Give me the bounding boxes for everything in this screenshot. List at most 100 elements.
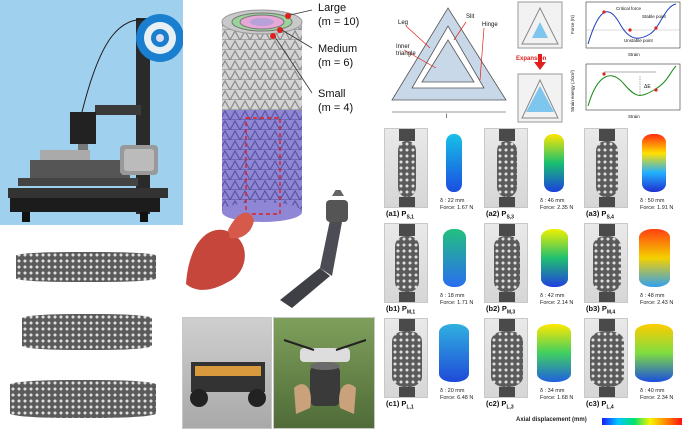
fem-model <box>439 324 469 382</box>
test-displacement: δ : 48 mm <box>640 293 665 299</box>
test-displacement: δ : 20 mm <box>440 388 465 394</box>
test-label-sub: L,4 <box>606 404 614 411</box>
expansion-panel: Expansion <box>516 0 566 125</box>
test-force: Force: 1.71 N <box>440 300 474 306</box>
car-photo <box>182 317 272 429</box>
test-photo <box>484 223 528 303</box>
label-small: Small <box>318 88 346 100</box>
car-chassis-icon <box>190 362 266 407</box>
energy-plot: ΔE Strain Strain energy (J/cm³) <box>570 62 685 124</box>
specimen-large <box>10 380 156 418</box>
specimen-column <box>0 232 170 429</box>
energy-xlabel: Strain <box>628 114 640 119</box>
test-displacement: δ : 22 mm <box>440 198 465 204</box>
test-label: (b1) PM,1 <box>386 304 415 316</box>
test-label: (a1) PS,1 <box>386 209 414 221</box>
specimen-medium <box>22 314 152 350</box>
colorbar-label: Axial displacement (mm) <box>516 417 587 423</box>
test-label: (c3) PL,4 <box>586 399 614 411</box>
force-plot: Critical force Stable point Unstable poi… <box>570 0 685 62</box>
printer-panel <box>0 0 183 225</box>
label-medium-m: (m = 6) <box>318 57 354 69</box>
test-label-text: (c1) P <box>386 399 407 408</box>
test-force: Force: 1.91 N <box>640 205 674 211</box>
drone-photo <box>273 317 375 429</box>
force-xlabel: Strain <box>628 52 640 57</box>
test-displacement: δ : 34 mm <box>540 388 565 394</box>
test-photo <box>384 128 428 208</box>
force-ylabel: Force (N) <box>570 15 575 34</box>
test-force: Force: 6.48 N <box>440 395 474 401</box>
test-force: Force: 2.14 N <box>540 300 574 306</box>
test-label-text: (b1) P <box>386 304 407 313</box>
test-photo <box>584 318 628 398</box>
test-label-text: (c2) P <box>486 399 507 408</box>
arm-illustration <box>186 186 348 308</box>
fem-model <box>537 324 571 382</box>
label-stable-point: Stable point <box>642 14 666 19</box>
label-leg: Leg <box>398 20 409 26</box>
test-label-text: (b2) P <box>486 304 507 313</box>
test-label-text: (a1) P <box>386 209 407 218</box>
test-label: (a3) PS,4 <box>586 209 614 221</box>
test-force: Force: 2.35 N <box>540 205 574 211</box>
test-displacement: δ : 18 mm <box>440 293 465 299</box>
fem-model <box>442 229 466 287</box>
test-force: Force: 2.43 N <box>640 300 674 306</box>
test-label-sub: S,3 <box>506 214 514 221</box>
unit-cell-panel: Leg Slit Hinge Inner triangle l <box>384 0 514 125</box>
test-displacement: δ : 40 mm <box>640 388 665 394</box>
test-label: (c1) PL,1 <box>386 399 414 411</box>
fem-model <box>635 324 673 382</box>
label-triangle: triangle <box>396 51 416 57</box>
test-photo <box>484 318 528 398</box>
force-plot-svg <box>585 1 681 49</box>
test-photo <box>484 128 528 208</box>
label-delta-e: ΔE <box>644 84 651 90</box>
specimen-small <box>16 252 156 282</box>
cylinder-illustration <box>221 9 313 222</box>
label-critical-force: Critical force <box>616 6 642 11</box>
drone-icon <box>283 339 367 414</box>
label-inner: Inner <box>396 44 410 50</box>
label-small-m: (m = 4) <box>318 102 354 114</box>
test-photo <box>584 128 628 208</box>
test-label-text: (c3) P <box>586 399 607 408</box>
test-label: (b3) PM,4 <box>586 304 615 316</box>
test-label-text: (a2) P <box>486 209 507 218</box>
test-force: Force: 2.34 N <box>640 395 674 401</box>
arm-panel <box>180 186 375 310</box>
colorbar <box>602 418 682 425</box>
test-label: (a2) PS,3 <box>486 209 514 221</box>
test-displacement: δ : 50 mm <box>640 198 665 204</box>
test-label-text: (a3) P <box>586 209 607 218</box>
label-medium: Medium <box>318 43 358 55</box>
expansion-diagram <box>517 1 563 123</box>
test-force: Force: 1.67 N <box>440 205 474 211</box>
label-l: l <box>446 114 448 120</box>
fem-model <box>540 229 568 287</box>
label-expansion: Expansion <box>516 56 547 62</box>
unit-cell-diagram <box>391 7 507 113</box>
fem-model <box>642 134 666 192</box>
test-label-text: (b3) P <box>586 304 607 313</box>
test-label: (b2) PM,3 <box>486 304 515 316</box>
test-photo <box>584 223 628 303</box>
test-label-sub: L,3 <box>506 404 514 411</box>
test-force: Force: 1.68 N <box>540 395 574 401</box>
fem-model <box>638 229 670 287</box>
fem-model <box>544 134 564 192</box>
test-label-sub: S,1 <box>406 214 414 221</box>
test-label: (c2) PL,3 <box>486 399 514 411</box>
test-label-sub: L,1 <box>406 404 414 411</box>
